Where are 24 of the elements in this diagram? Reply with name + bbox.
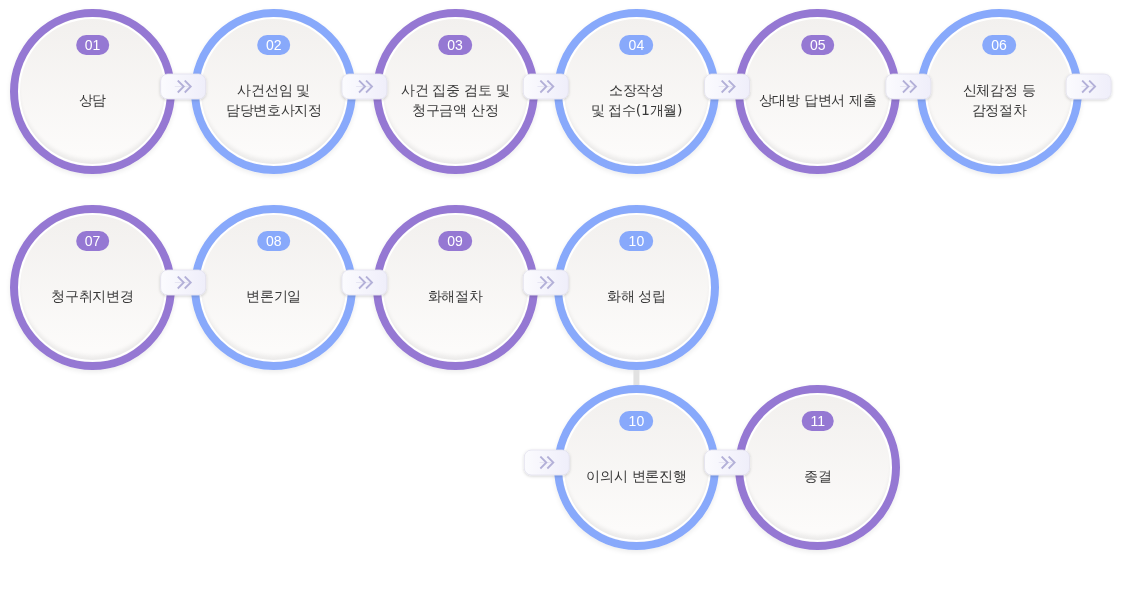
step-number: 05	[800, 35, 835, 55]
step-label: 종결	[803, 466, 833, 486]
step-number: 10	[619, 411, 654, 431]
step-number: 01	[75, 35, 110, 55]
step-label: 사건선임 및 담당변호사지정	[224, 80, 323, 120]
step-label: 상담	[77, 90, 108, 110]
step-number: 02	[257, 35, 291, 55]
step-label: 화해 성립	[605, 286, 667, 306]
step-number: 06	[982, 35, 1016, 55]
step-label: 이의시 변론진행	[585, 466, 688, 486]
step-label: 사건 집중 검토 및 청구금액 산정	[399, 80, 511, 120]
step-number: 11	[801, 411, 834, 431]
step-label: 신체감정 등 감정절차	[961, 80, 1037, 120]
step-label: 변론기일	[245, 286, 303, 306]
step-number: 07	[75, 231, 110, 251]
step-label: 청구취지변경	[50, 286, 135, 306]
step-number: 08	[257, 231, 291, 251]
step-number: 03	[438, 35, 472, 55]
step-number: 10	[619, 231, 654, 251]
step-label: 화해절차	[426, 286, 484, 306]
step-label: 상대방 답변서 제출	[757, 90, 878, 110]
step-label: 소장작성 및 접수(1개월)	[589, 80, 684, 120]
step-number: 09	[438, 231, 472, 251]
step-number: 04	[619, 35, 654, 55]
